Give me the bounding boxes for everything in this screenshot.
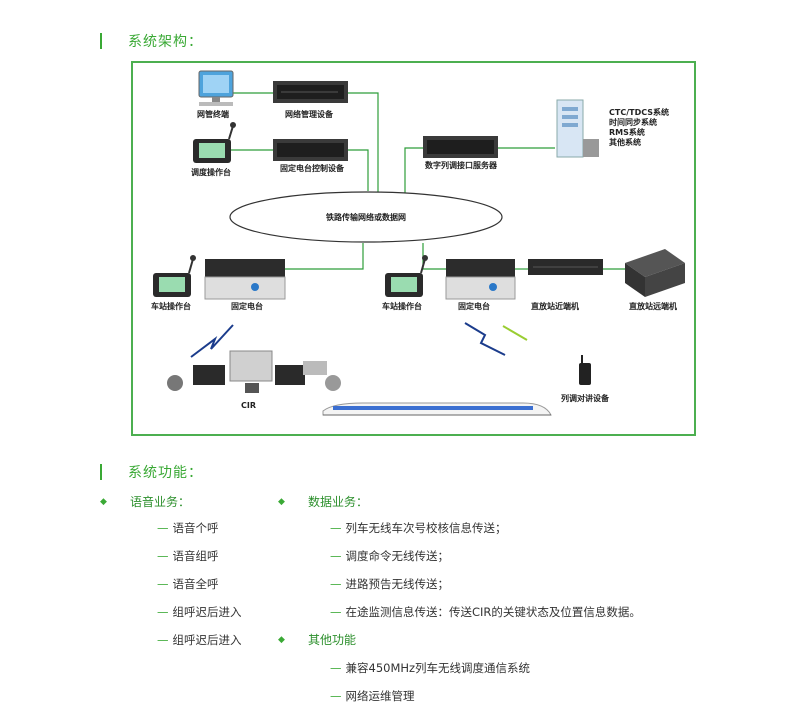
label-dispatch-console: 调度操作台 (191, 167, 231, 177)
handheld-radio-icon (579, 355, 591, 385)
data-title: 数据业务： (308, 495, 369, 509)
architecture-heading: 系统架构： (100, 31, 203, 51)
console-icon (385, 255, 428, 297)
label-fixed-radio-control: 固定电台控制设备 (280, 163, 345, 173)
monitor-icon (198, 70, 234, 106)
label-cir: CIR (241, 401, 256, 410)
list-item: —语音个呼 (157, 521, 219, 535)
diagram-canvas: 网管终端 网络管理设备 调度操作台 固定电台控制设备 数字列调接口服务器 (151, 70, 685, 416)
list-item: —语音组呼 (157, 549, 219, 563)
server-icon (273, 81, 348, 103)
data-category: ◆ 数据业务： (278, 493, 368, 510)
label-nm-device: 网络管理设备 (285, 109, 334, 119)
label-repeater-near: 直放站近端机 (531, 301, 579, 311)
label-ext-system: RMS系统 (609, 127, 645, 137)
list-item: —语音全呼 (157, 577, 219, 591)
bullet-diamond-icon: ◆ (278, 496, 285, 507)
console-icon (153, 255, 196, 297)
list-item: —兼容450MHz列车无线调度通信系统 (330, 661, 531, 675)
label-handheld: 列调对讲设备 (561, 393, 610, 403)
list-item: —组呼迟后进入 (157, 605, 242, 619)
wireless-link-icon (190, 324, 234, 358)
architecture-diagram: 网管终端 网络管理设备 调度操作台 固定电台控制设备 数字列调接口服务器 (131, 61, 696, 436)
outdoor-unit-icon (625, 249, 685, 297)
network-cloud (229, 191, 503, 243)
server-icon (273, 139, 348, 161)
label-ext-system: CTC/TDCS系统 (609, 107, 669, 117)
architecture-title: 系统架构： (128, 34, 203, 50)
other-category: ◆ 其他功能 (278, 631, 356, 648)
voice-title: 语音业务： (130, 495, 191, 509)
functions-heading: 系统功能： (100, 462, 203, 482)
label-ext-system: 时间同步系统 (609, 117, 657, 127)
label-ext-system: 其他系统 (609, 137, 641, 147)
list-item: —调度命令无线传送； (330, 549, 449, 563)
wireless-link-icon (464, 322, 506, 356)
radio-unit-icon (445, 259, 516, 300)
label-fixed-radio-left: 固定电台 (231, 301, 263, 311)
wireless-link-icon (502, 325, 528, 341)
label-repeater-far: 直放站远端机 (629, 301, 677, 311)
list-item: —在途监测信息传送：传送CIR的关键状态及位置信息数据。 (330, 605, 641, 619)
server-icon (423, 136, 498, 158)
label-nm-terminal: 网管终端 (197, 109, 229, 119)
rack-unit-icon (528, 259, 603, 275)
list-item: —列车无线车次号校核信息传送； (330, 521, 507, 535)
bullet-diamond-icon: ◆ (278, 634, 285, 645)
label-station-console-right: 车站操作台 (382, 301, 422, 311)
label-network: 铁路传输网络或数据网 (326, 212, 406, 222)
train-icon (322, 402, 552, 416)
other-title: 其他功能 (308, 633, 357, 647)
console-icon (193, 122, 236, 163)
bullet-diamond-icon: ◆ (100, 496, 107, 507)
tower-server-icon (556, 99, 599, 158)
cir-equipment-icon (167, 350, 341, 393)
functions-title: 系统功能： (128, 465, 203, 481)
label-fixed-radio-right: 固定电台 (458, 301, 490, 311)
list-item: —网络运维管理 (330, 689, 415, 703)
heading-bar (100, 464, 102, 480)
list-item: —组呼迟后进入 (157, 633, 242, 647)
label-station-console-left: 车站操作台 (151, 301, 191, 311)
heading-bar (100, 33, 102, 49)
label-interface-server: 数字列调接口服务器 (425, 160, 498, 170)
radio-unit-icon (204, 259, 286, 300)
list-item: —进路预告无线传送； (330, 577, 449, 591)
voice-category: ◆ 语音业务： (100, 493, 190, 510)
